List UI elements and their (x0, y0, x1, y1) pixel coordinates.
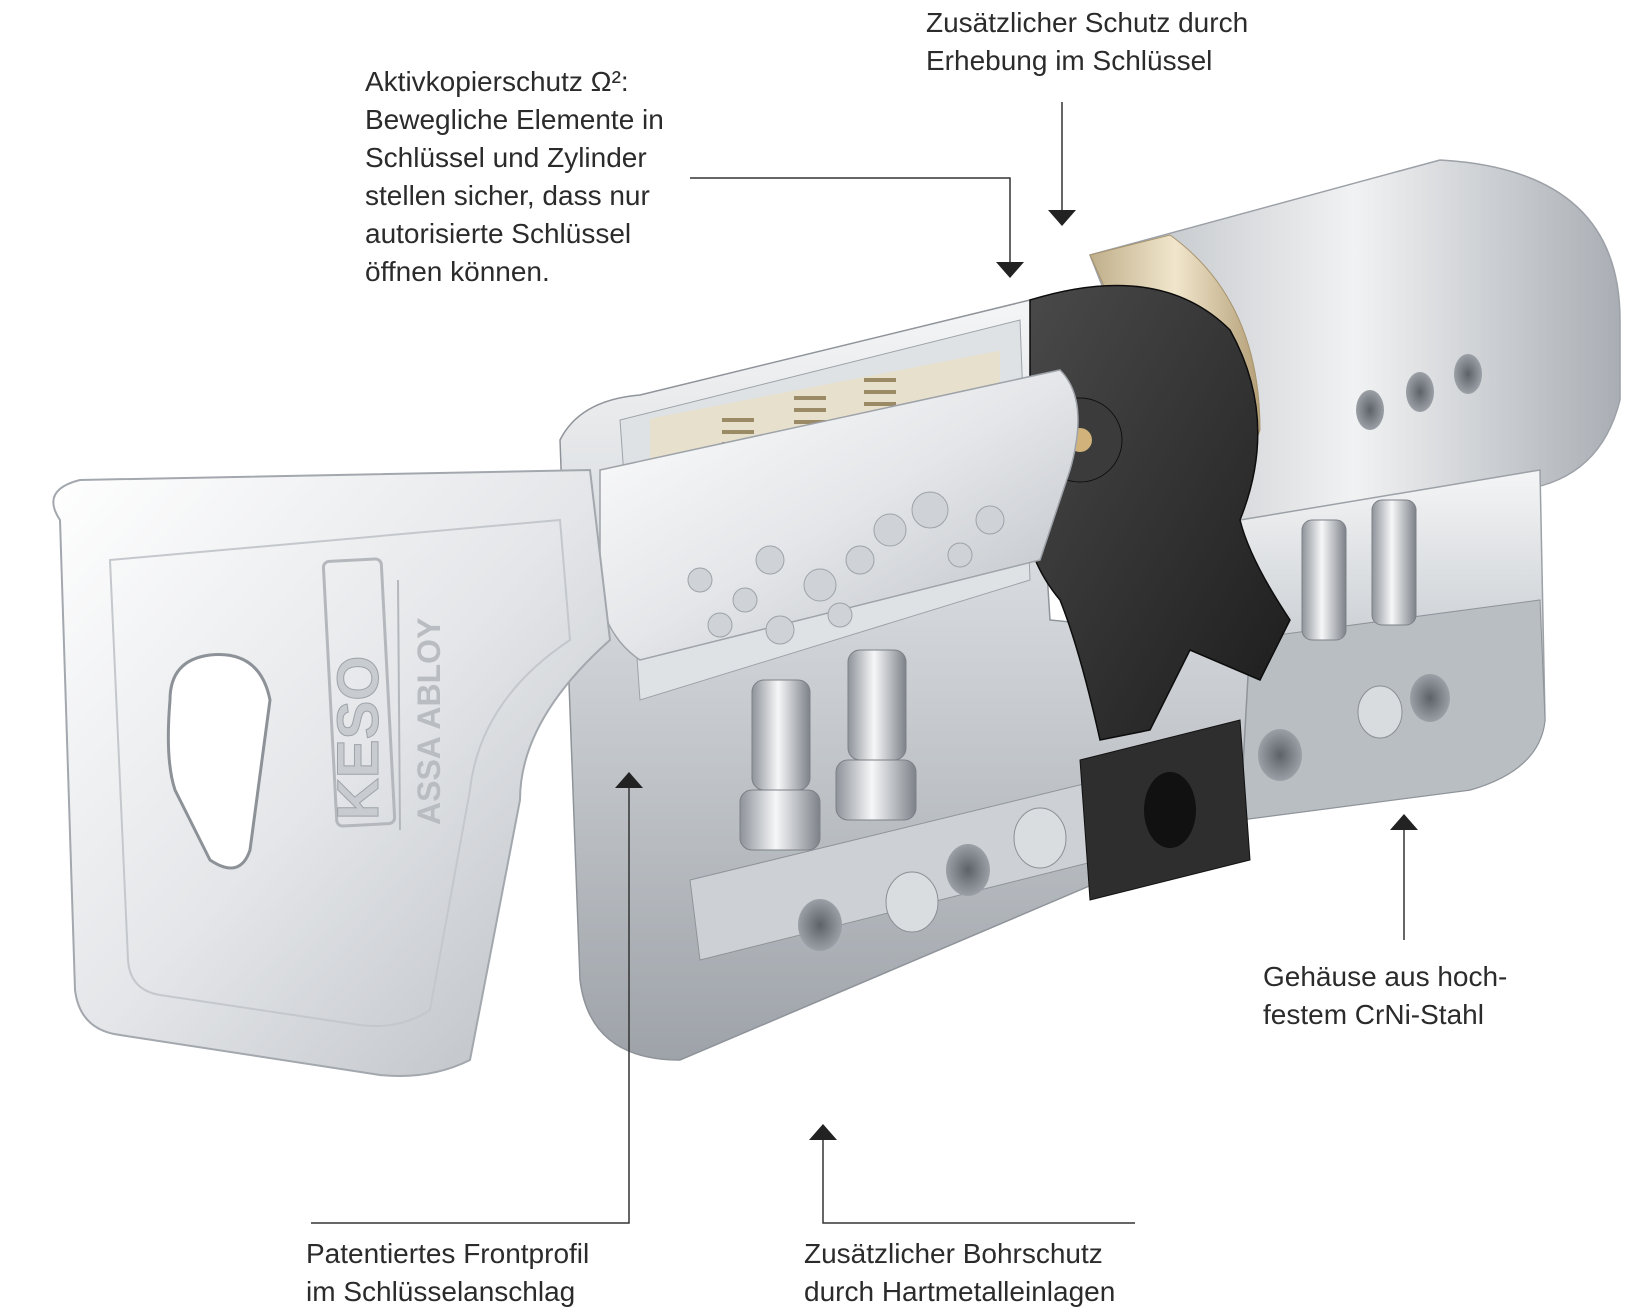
callout-line: Schlüssel und Zylinder (365, 142, 647, 173)
callout-line: Aktivkopierschutz Ω²: (365, 66, 629, 97)
callout-drill-protection: Zusätzlicher Bohrschutz durch Hartmetall… (804, 1235, 1115, 1311)
callout-front-profile: Patentiertes Frontprofil im Schlüsselans… (306, 1235, 589, 1311)
arrow-down-icon (1048, 210, 1076, 226)
key-brand-logo: KESO (326, 656, 391, 820)
callout-line: im Schlüsselanschlag (306, 1276, 576, 1307)
hard-metal-insert (885, 871, 939, 933)
leader-copy-protection (690, 177, 1011, 262)
callout-key-raise: Zusätzlicher Schutz durch Erhebung im Sc… (926, 4, 1248, 80)
arrow-up-icon (615, 772, 643, 788)
callout-line: Zusätzlicher Schutz durch (926, 7, 1249, 38)
callout-housing: Gehäuse aus hoch- festem CrNi-Stahl (1263, 958, 1507, 1034)
key: KESO ASSA ABLOY (52, 369, 1079, 1077)
pin-hole (1356, 390, 1384, 430)
leader-lines (311, 102, 1405, 1224)
arrow-up-icon (1390, 814, 1418, 830)
leader-front-profile (311, 788, 630, 1224)
callout-line: autorisierte Schlüssel (365, 218, 632, 249)
callout-line: festem CrNi-Stahl (1263, 999, 1484, 1030)
callout-line: Patentiertes Frontprofil (306, 1238, 590, 1269)
callout-line: öffnen können. (365, 256, 550, 287)
callout-line: stellen sicher, dass nur (365, 180, 650, 211)
drill-insert-hole (946, 844, 990, 896)
callout-line: Erhebung im Schlüssel (926, 45, 1213, 76)
callout-line: Zusätzlicher Bohrschutz (804, 1238, 1103, 1269)
arrowheads (615, 210, 1418, 1140)
callout-line: durch Hartmetalleinlagen (804, 1276, 1116, 1307)
pin-hole (1406, 372, 1434, 412)
pin-hole (1454, 354, 1482, 394)
drill-insert-hole (798, 899, 842, 951)
callout-copy-protection: Aktivkopierschutz Ω²: Bewegliche Element… (365, 63, 664, 291)
key-group-logo: ASSA ABLOY (411, 618, 447, 825)
callout-line: Gehäuse aus hoch- (1263, 961, 1508, 992)
hard-metal-insert (1013, 807, 1067, 869)
leader-drill-protection (822, 1140, 1135, 1224)
callout-line: Bewegliche Elemente in (365, 104, 664, 135)
arrow-down-icon (996, 262, 1024, 278)
arrow-up-icon (809, 1124, 837, 1140)
lower-pin-stack (739, 649, 917, 851)
